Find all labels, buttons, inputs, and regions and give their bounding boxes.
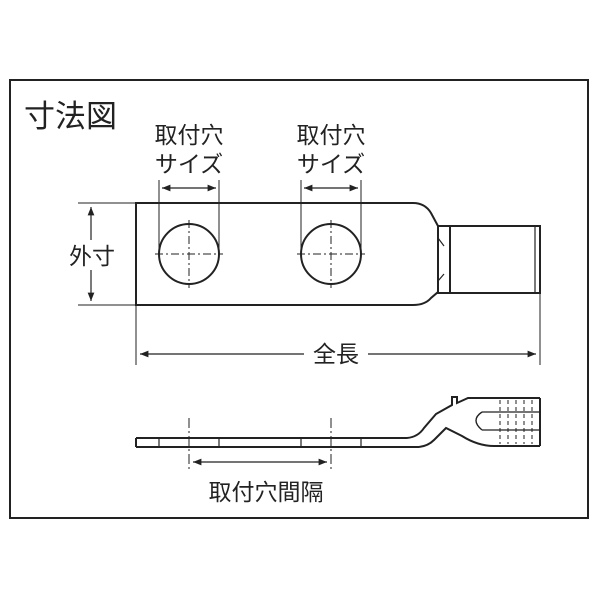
side-view — [135, 396, 541, 448]
lug-barrel — [437, 225, 541, 294]
mounting-hole-right — [297, 220, 365, 288]
hole-size-left-label-1: 取付穴 — [155, 123, 224, 149]
lug-body-outline — [135, 202, 439, 306]
hole-spacing-label: 取付穴間隔 — [209, 480, 324, 506]
total-length-label-bg — [304, 338, 368, 370]
hole-spacing-extension-lines — [188, 418, 332, 472]
side-view-hole-lines — [158, 438, 362, 447]
width-label-bg — [62, 240, 122, 270]
total-length-extension-lines — [135, 285, 541, 365]
hole-size-right-label-1: 取付穴 — [297, 123, 366, 149]
hole-size-extension-lines — [158, 180, 362, 254]
width-extension-lines — [78, 202, 136, 306]
diagram-title: 寸法図 — [24, 99, 117, 135]
top-view — [135, 202, 541, 306]
mounting-hole-left — [155, 220, 223, 288]
hole-size-right-label-2: サイズ — [297, 152, 365, 178]
width-label: 外寸 — [69, 244, 115, 270]
total-length-label: 全長 — [313, 342, 359, 368]
hole-size-left-label-2: サイズ — [155, 152, 223, 178]
